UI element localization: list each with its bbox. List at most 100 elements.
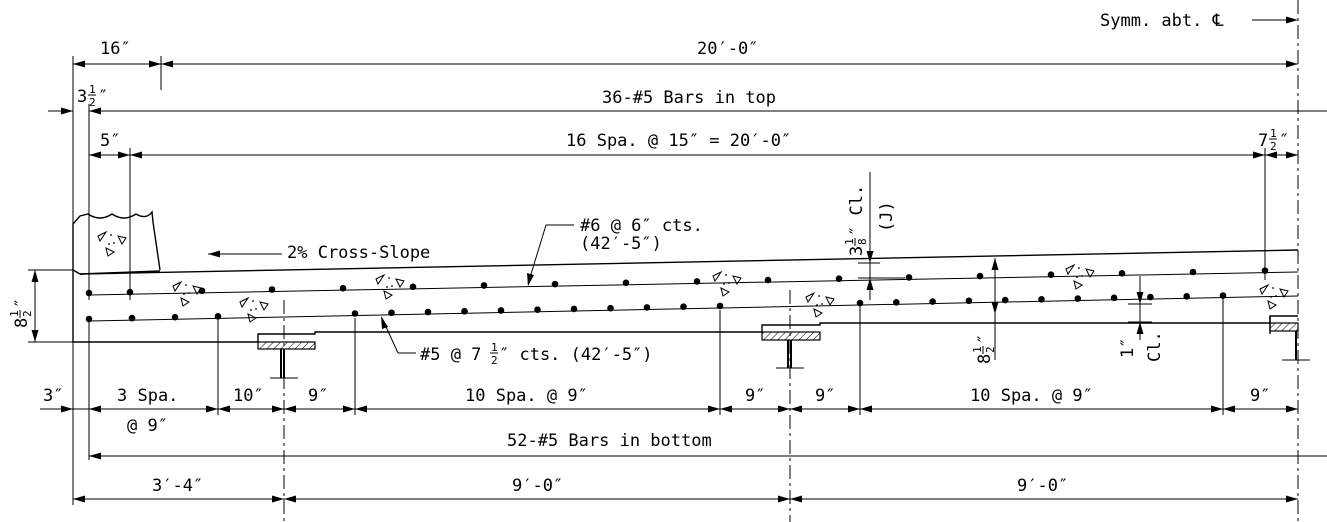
- svg-text:8: 8: [856, 238, 869, 245]
- svg-text:2: 2: [1270, 140, 1277, 153]
- svg-text:1: 1: [89, 83, 96, 96]
- top-rebar: [85, 289, 93, 297]
- bottom-cover-dimension: [1128, 276, 1152, 340]
- dim-3-inch: 3″: [43, 386, 63, 406]
- svg-text:″: ″: [975, 334, 995, 344]
- dim-10-inch: 10″: [233, 386, 264, 406]
- bottom-rebar: [1110, 294, 1118, 302]
- top-rebar: [480, 282, 488, 289]
- bottom-rebar: [497, 307, 505, 314]
- bottom-rebar: [424, 308, 432, 316]
- girder-left: [257, 341, 316, 379]
- dim-3-spa-at: @ 9″: [127, 416, 168, 436]
- bottom-rebar: [929, 298, 936, 305]
- bottom-rebar: [461, 307, 468, 315]
- bottom-rebar: [388, 309, 395, 317]
- dim-9-inch-c: 9″: [815, 386, 835, 406]
- top-rebar: [551, 280, 559, 288]
- svg-text:2: 2: [21, 310, 34, 317]
- cross-slope-label: 2% Cross-Slope: [287, 243, 430, 263]
- bottom-rebar: [1001, 296, 1009, 304]
- girder-right: [1269, 322, 1310, 361]
- svg-text:1: 1: [843, 238, 856, 245]
- bottom-bars-label: 52-#5 Bars in bottom: [507, 431, 712, 451]
- symmetry-centerline: [1252, 0, 1299, 522]
- top-cover-j-label: (J): [877, 201, 897, 232]
- dim-9ft-a: 9′-0″: [512, 476, 563, 496]
- bottom-rebar: [680, 303, 687, 311]
- dim-3-spa: 3 Spa.: [117, 386, 178, 406]
- dim-3ft-4in: 3′-4″: [152, 476, 203, 496]
- top-rebar: [976, 272, 984, 280]
- girder-spacing-dimension: [73, 495, 1298, 503]
- svg-text:″: ″: [1279, 131, 1289, 151]
- top-rebar: [1118, 270, 1126, 277]
- bottom-rebar: [214, 313, 222, 320]
- aggregate-symbol: [239, 296, 269, 323]
- bar6-note-line1: #6 @ 6″ cts.: [580, 216, 703, 236]
- top-spacing-dimension: [89, 148, 1298, 300]
- top-rebar: [905, 274, 913, 281]
- svg-text:3: 3: [77, 87, 87, 107]
- aggregate-symbol: [172, 280, 202, 307]
- svg-text:″ Cl.: ″ Cl.: [847, 185, 867, 236]
- bottom-rebar: [1183, 293, 1190, 300]
- concrete-aggregate-symbols: [97, 230, 1289, 323]
- top-rebar: [1261, 267, 1269, 274]
- bottom-rebar-row: [88, 295, 1299, 322]
- top-bars-dimension: [48, 104, 1327, 300]
- bottom-rebar: [570, 305, 578, 313]
- dim-5-inch: 5″: [100, 131, 120, 151]
- bottom-rebar: [965, 297, 973, 305]
- bottom-rebar: [1147, 293, 1154, 301]
- svg-text:1: 1: [8, 310, 21, 317]
- bottom-spacing-dimension: [40, 298, 1298, 505]
- slab-thickness-right: [991, 258, 999, 360]
- svg-text:1: 1: [1270, 127, 1277, 140]
- top-rebar: [339, 284, 347, 292]
- top-rebar: [1047, 271, 1055, 278]
- top-cover-label: 3 1 8 ″ Cl.: [843, 185, 869, 256]
- bottom-cover-value: 1″: [1118, 338, 1138, 358]
- top-rebar-dots: [85, 267, 1269, 297]
- svg-text:2: 2: [491, 354, 498, 367]
- svg-text:3: 3: [847, 246, 867, 256]
- aggregate-symbol: [375, 273, 405, 300]
- bottom-rebar: [1074, 295, 1082, 302]
- bottom-rebar: [1219, 292, 1227, 299]
- dim-9-inch-b: 9″: [745, 386, 765, 406]
- top-rebar: [764, 276, 772, 284]
- dim-9-inch-a: 9″: [308, 386, 328, 406]
- bottom-rebar-dots: [85, 292, 1227, 323]
- bottom-rebar: [1038, 296, 1045, 303]
- bottom-rebar: [351, 310, 359, 317]
- top-rebar: [1189, 268, 1197, 276]
- symmetry-label: Symm. abt. ℄: [1100, 11, 1224, 31]
- girder-middle: [761, 331, 821, 369]
- bar5-leader: [381, 316, 416, 354]
- aggregate-symbol: [1065, 263, 1095, 290]
- svg-text:8: 8: [12, 318, 32, 328]
- aggregate-symbol: [1259, 283, 1289, 310]
- svg-text:″ cts. (42′-5″): ″ cts. (42′-5″): [499, 345, 653, 365]
- top-bars-label: 36-#5 Bars in top: [602, 88, 776, 108]
- top-overall-dimension: [72, 56, 1298, 270]
- bottom-rebar: [534, 306, 541, 314]
- bottom-bars-dimension: [89, 452, 1327, 460]
- bottom-rebar: [171, 313, 179, 321]
- svg-text:2: 2: [89, 96, 96, 109]
- svg-text:2: 2: [984, 346, 997, 353]
- svg-text:#5 @ 7: #5 @ 7: [420, 345, 481, 365]
- bar6-note-line2: (42′-5″): [580, 234, 662, 254]
- bar6-leader: [527, 224, 574, 286]
- top-rebar: [693, 278, 701, 285]
- bottom-rebar: [607, 304, 614, 312]
- svg-text:8: 8: [975, 354, 995, 364]
- svg-text:7: 7: [1258, 131, 1268, 151]
- aggregate-symbol: [712, 270, 742, 297]
- bottom-rebar: [643, 304, 651, 311]
- dim-9-inch-d: 9″: [1250, 386, 1270, 406]
- aggregate-symbol: [97, 230, 127, 257]
- top-rebar-row: [88, 271, 1299, 296]
- top-rebar: [268, 286, 276, 293]
